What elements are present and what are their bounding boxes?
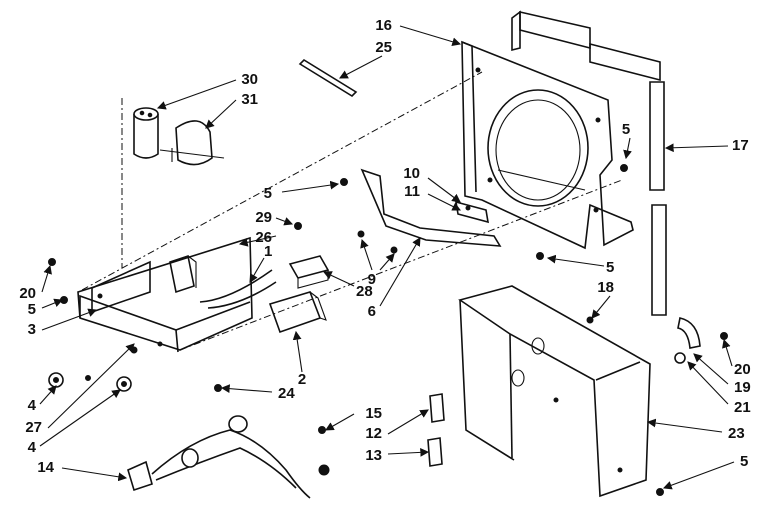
control-box-base [77,236,253,353]
capacitor [133,107,159,159]
callout-20-left: 20 [19,285,36,302]
callout-leaders [39,25,735,490]
elbow-part [677,317,701,349]
rod-part [298,58,358,98]
callout-23: 23 [728,425,745,442]
relay-part-2 [268,291,327,334]
callout-5-mid: 5 [264,185,272,202]
callout-9: 9 [368,271,376,288]
relay-part-28 [288,255,330,289]
base-pan [458,285,651,498]
callout-6: 6 [368,303,376,320]
callout-24: 24 [278,385,295,402]
leader-line-top [81,71,483,291]
callout-26: 26 [255,229,272,246]
callout-15: 15 [365,405,382,422]
callout-28: 28 [356,283,373,300]
capacitor-bracket [159,120,225,166]
callout-4-a: 4 [28,397,37,414]
callout-5-bottom: 5 [740,453,748,470]
callout-labels: 16 25 30 31 17 5 10 11 5 29 26 1 9 28 6 … [19,17,750,476]
clip-part-10 [455,200,489,224]
callout-14: 14 [37,459,54,476]
callout-27: 27 [25,419,42,436]
callout-4-b: 4 [28,439,37,456]
callout-17: 17 [732,137,749,154]
callout-25: 25 [375,39,392,56]
callout-5-left: 5 [28,301,36,318]
callout-16: 16 [375,17,392,34]
callout-1: 1 [264,243,272,260]
screw-icon [48,164,728,496]
callout-29: 29 [255,209,272,226]
callout-19: 19 [734,379,751,396]
callout-21: 21 [734,399,751,416]
callout-5-right: 5 [606,259,614,276]
callout-2: 2 [298,371,306,388]
callout-18: 18 [597,279,614,296]
callout-13: 13 [365,447,382,464]
gasket-strip [511,10,667,316]
wiring-harness [127,415,330,499]
leader-line-mid [179,179,623,351]
callout-31: 31 [241,91,258,108]
wire-part-1 [199,269,277,309]
callout-12: 12 [365,425,382,442]
callout-10: 10 [403,165,420,182]
bracket-part-6 [357,168,502,254]
nut-icon [48,352,686,392]
fan-shroud-panel [461,40,634,250]
callout-20-right: 20 [734,361,751,378]
callout-11: 11 [404,183,420,200]
bushing-part-13 [427,437,443,467]
switch-part-26 [169,254,197,294]
callout-5-top: 5 [622,121,630,138]
callout-3: 3 [28,321,36,338]
callout-30: 30 [241,71,258,88]
bushing-part-12 [429,393,445,423]
